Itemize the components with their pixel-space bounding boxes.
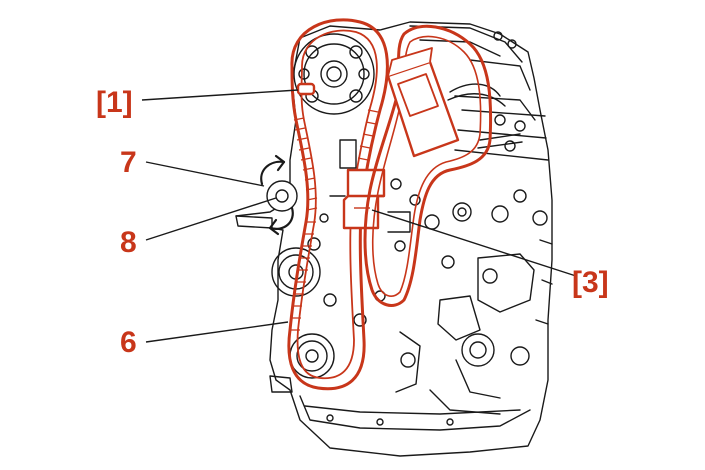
camshaft-sprocket: [293, 33, 375, 115]
pump-drive-strap: [363, 24, 493, 307]
tensioner-roller: [266, 180, 298, 212]
leader-line-1: [141, 89, 299, 101]
pump-locking-tool: [386, 47, 460, 158]
rotation-arrow-icon: [260, 154, 294, 236]
timing-belt: [287, 18, 389, 391]
leader-line-3: [371, 209, 577, 277]
callout-3: [3]: [572, 266, 609, 299]
engine-block: [235, 21, 553, 457]
leader-line-7: [145, 161, 265, 187]
leader-line-6: [145, 321, 289, 343]
callout-7: 7: [120, 146, 137, 179]
timing-pin-1: [296, 82, 316, 96]
leader-lines: [141, 89, 577, 343]
callout-8: 8: [120, 226, 137, 259]
crankshaft-sprocket: [289, 333, 335, 379]
callout-1: [1]: [96, 86, 133, 119]
leader-line-8: [145, 197, 277, 241]
callout-6: 6: [120, 326, 137, 359]
tool-3: [342, 168, 386, 230]
